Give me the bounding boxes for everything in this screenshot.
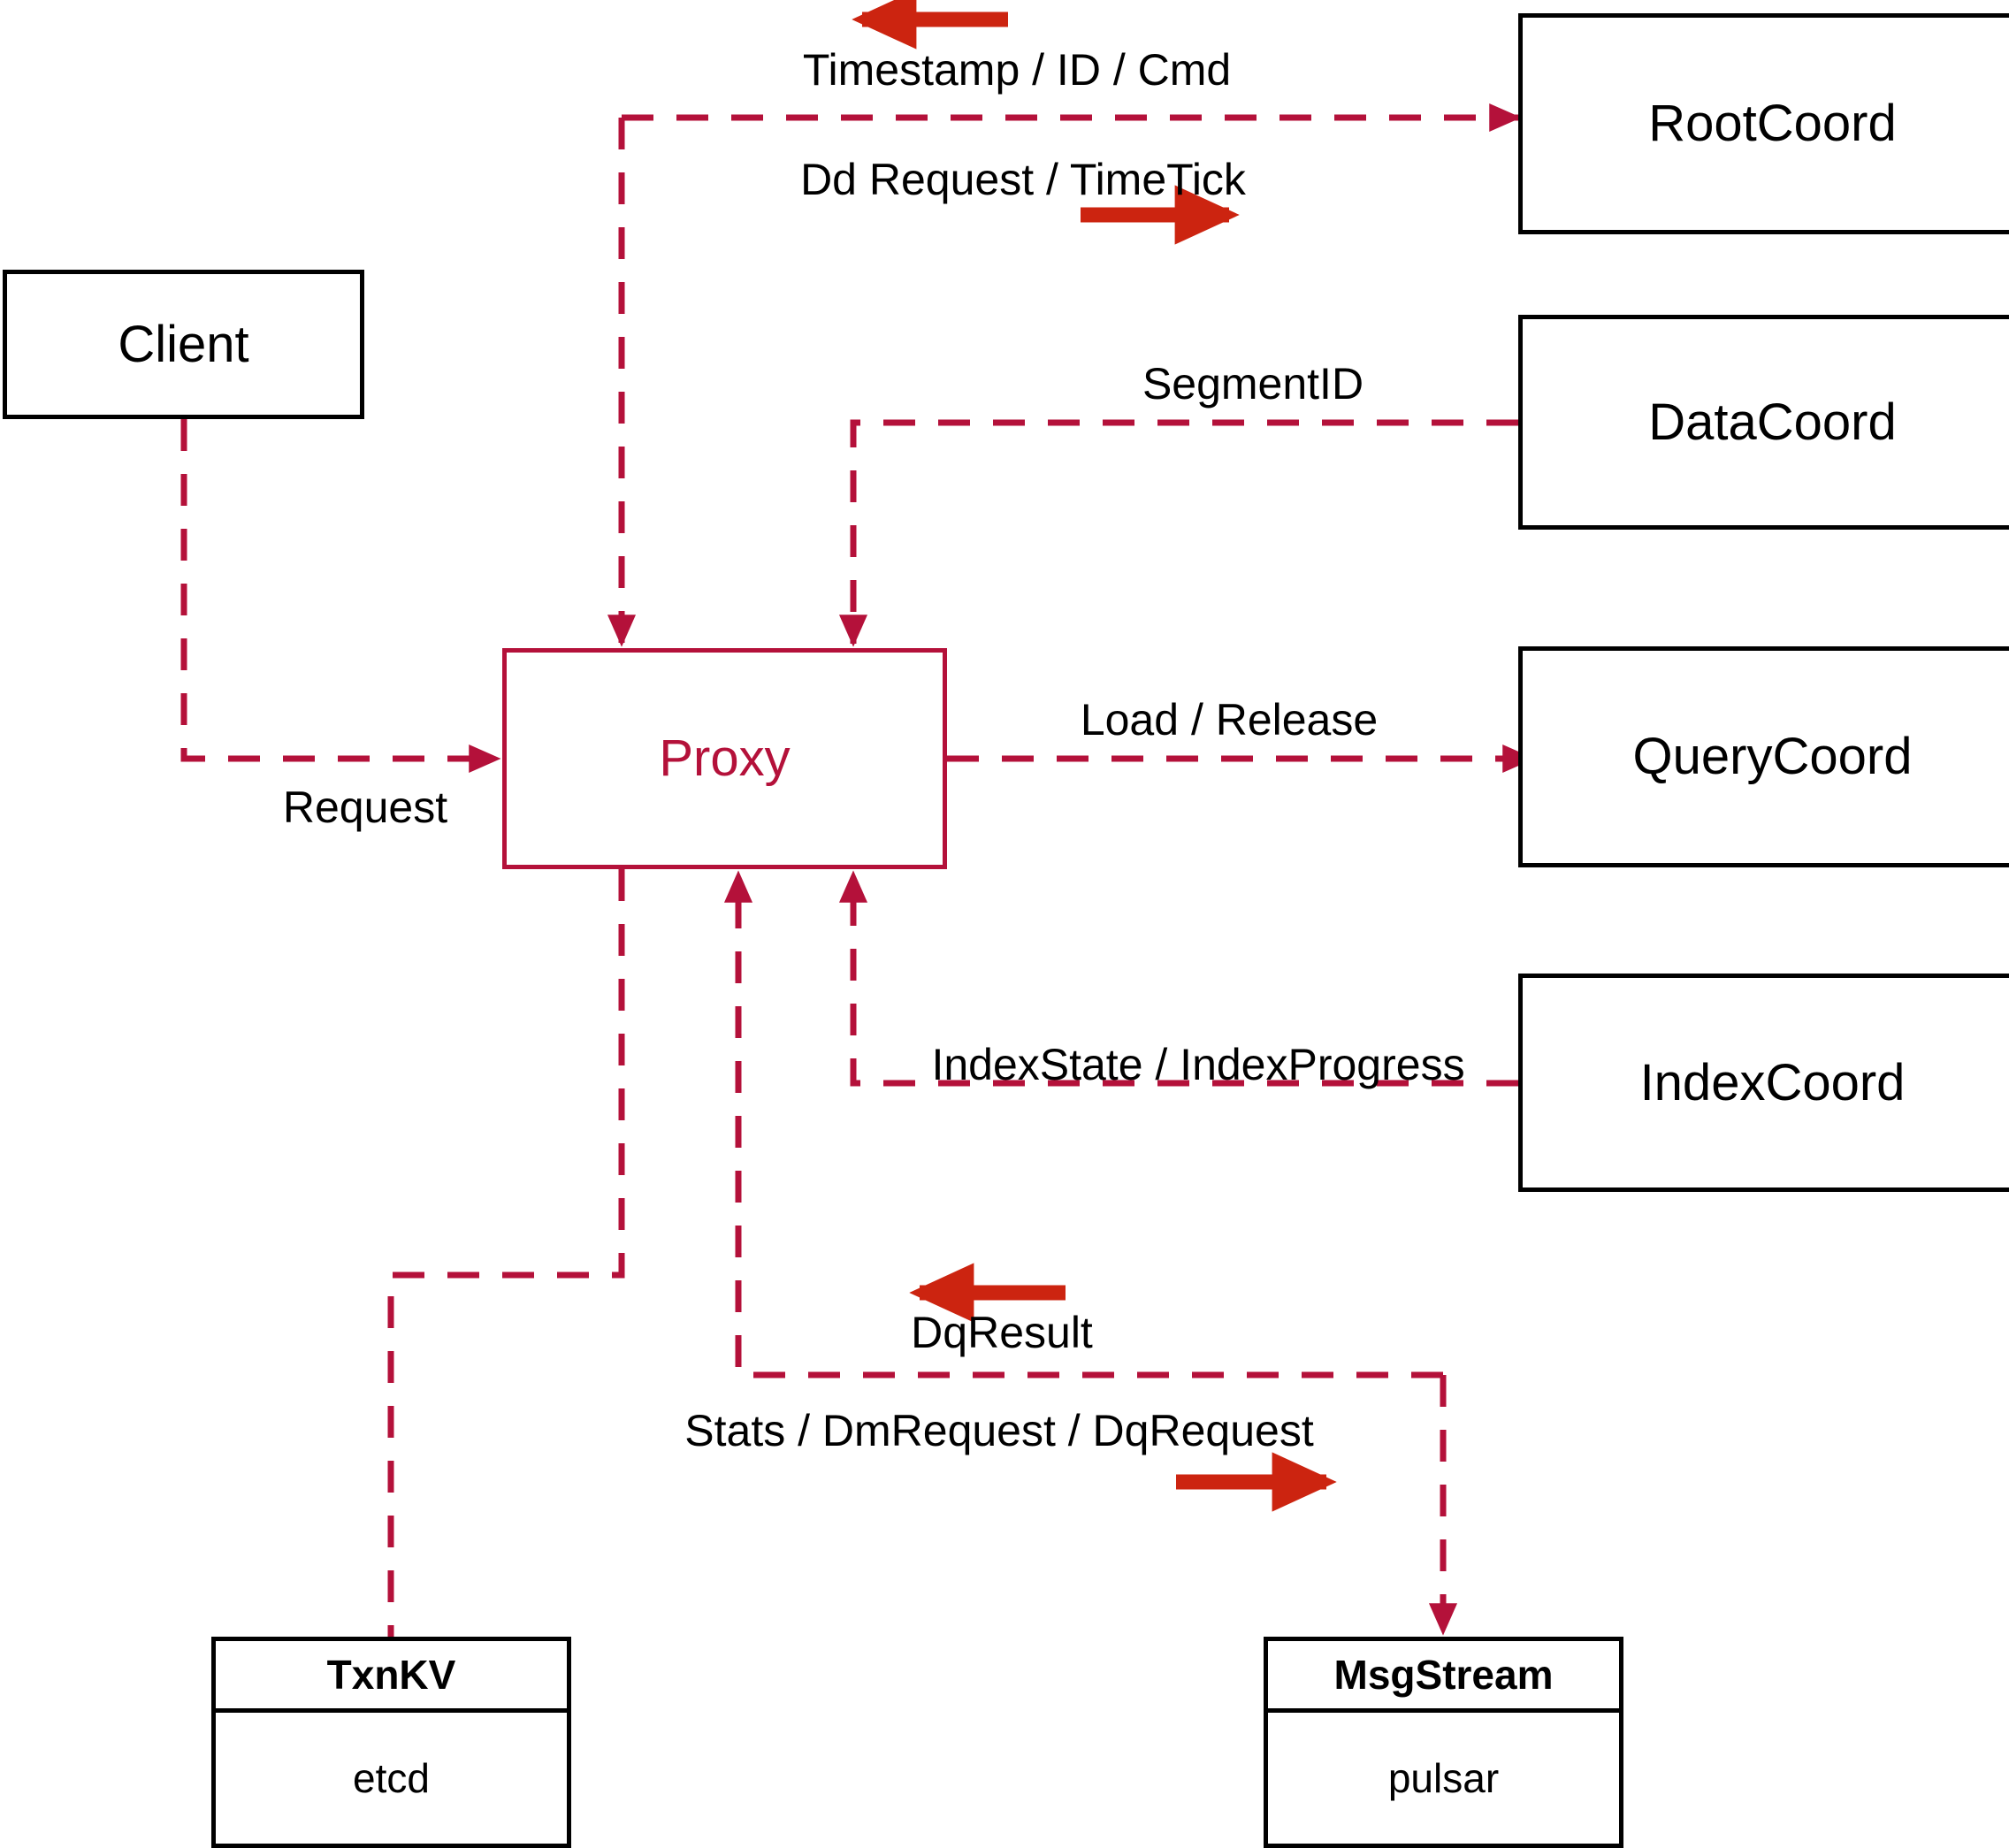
edge-label-text: Request: [282, 783, 448, 832]
edge-label-indexstate-indexprogress: IndexState / IndexProgress: [931, 1042, 1464, 1087]
node-querycoord[interactable]: QueryCoord: [1518, 646, 2009, 867]
edge-label-timestamp-id-cmd: Timestamp / ID / Cmd: [803, 48, 1231, 92]
node-indexcoord-label: IndexCoord: [1639, 1053, 1906, 1111]
node-txnkv-body: etcd: [216, 1713, 567, 1844]
wire-client-to-proxy: [180, 419, 501, 774]
wire-msgstream-to-proxy: [723, 870, 1443, 1378]
node-rootcoord[interactable]: RootCoord: [1518, 13, 2009, 234]
node-indexcoord[interactable]: IndexCoord: [1518, 974, 2009, 1192]
node-client-label: Client: [118, 315, 249, 373]
node-msgstream-impl: pulsar: [1387, 1755, 1500, 1801]
edge-label-text: DqResult: [911, 1308, 1093, 1357]
edge-label-text: Dd Request / TimeTick: [800, 155, 1246, 204]
edge-label-text: Stats / DmRequest / DqRequest: [684, 1406, 1314, 1455]
node-msgstream-title: MsgStream: [1333, 1652, 1554, 1698]
node-txnkv-header: TxnKV: [216, 1641, 567, 1713]
node-proxy[interactable]: Proxy: [502, 648, 947, 869]
edge-label-request: Request: [283, 785, 447, 829]
edge-label-dd-request-timetick: Dd Request / TimeTick: [800, 157, 1246, 202]
node-client[interactable]: Client: [3, 270, 364, 419]
node-datacoord-label: DataCoord: [1648, 393, 1897, 451]
edge-label-text: SegmentID: [1142, 359, 1364, 409]
node-msgstream[interactable]: MsgStream pulsar: [1264, 1637, 1623, 1848]
edge-label-text: Load / Release: [1080, 695, 1379, 745]
node-datacoord[interactable]: DataCoord: [1518, 315, 2009, 530]
node-msgstream-body: pulsar: [1268, 1713, 1619, 1844]
edge-label-segmentid: SegmentID: [1142, 362, 1364, 406]
node-txnkv-impl: etcd: [353, 1755, 430, 1801]
node-txnkv-title: TxnKV: [326, 1652, 456, 1698]
node-msgstream-header: MsgStream: [1268, 1641, 1619, 1713]
edge-label-stats-dmrequest-dqrequest: Stats / DmRequest / DqRequest: [684, 1409, 1313, 1453]
node-querycoord-label: QueryCoord: [1632, 728, 1913, 785]
node-rootcoord-label: RootCoord: [1648, 95, 1897, 152]
node-proxy-label: Proxy: [659, 729, 791, 787]
edge-label-dqresult: DqResult: [911, 1310, 1093, 1355]
node-txnkv[interactable]: TxnKV etcd: [211, 1637, 571, 1848]
wire-proxy-to-txnkv: [387, 869, 625, 1637]
edge-label-text: Timestamp / ID / Cmd: [802, 45, 1232, 95]
edge-label-text: IndexState / IndexProgress: [931, 1040, 1465, 1089]
edge-label-load-release: Load / Release: [1081, 698, 1378, 742]
wire-indexcoord-to-proxy: [838, 870, 1518, 1087]
wire-datacoord-to-proxy: [838, 419, 1518, 647]
